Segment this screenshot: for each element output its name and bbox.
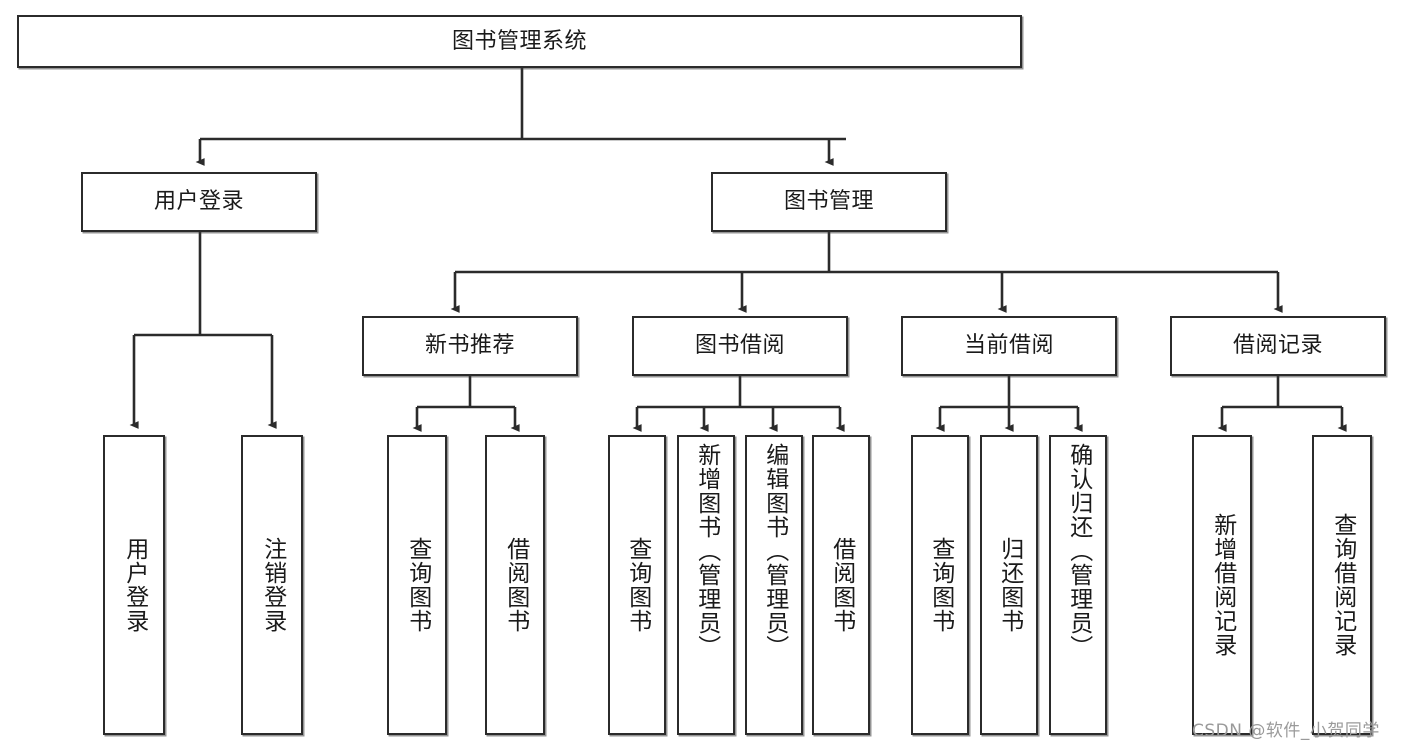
node-leaf-query-borrow-record[interactable]: 查询借阅记录	[1312, 435, 1372, 735]
node-user-login-group[interactable]: 用户登录	[81, 172, 317, 232]
node-book-management-group[interactable]: 图书管理	[711, 172, 947, 232]
node-label: 图书借阅	[694, 333, 785, 359]
node-leaf-return-book[interactable]: 归还图书	[980, 435, 1038, 735]
node-leaf-confirm-return-admin[interactable]: 确认归还（管理员）	[1049, 435, 1107, 735]
node-label: 借阅图书	[828, 537, 855, 633]
node-leaf-add-borrow-record[interactable]: 新增借阅记录	[1192, 435, 1252, 735]
node-leaf-query-book-3[interactable]: 查询图书	[911, 435, 969, 735]
node-leaf-query-book-1[interactable]: 查询图书	[387, 435, 447, 735]
node-label: 图书管理	[783, 189, 874, 215]
node-current-borrow[interactable]: 当前借阅	[901, 316, 1117, 376]
node-root-book-management-system[interactable]: 图书管理系统	[17, 15, 1022, 68]
node-leaf-logout-login[interactable]: 注销登录	[241, 435, 303, 735]
node-new-book-recommend[interactable]: 新书推荐	[362, 316, 578, 376]
node-label: 查询图书	[927, 537, 954, 633]
node-label: 查询图书	[404, 537, 431, 633]
node-label: 图书管理系统	[451, 28, 587, 54]
node-label: 新增借阅记录	[1209, 513, 1236, 657]
node-label: 新增图书（管理员）	[693, 443, 720, 659]
node-label: 注销登录	[259, 537, 286, 633]
node-label: 查询图书	[624, 537, 651, 633]
node-label: 用户登录	[121, 537, 148, 633]
node-leaf-edit-book-admin[interactable]: 编辑图书（管理员）	[745, 435, 803, 735]
csdn-watermark: CSDN @软件_小贺同学	[1192, 721, 1380, 741]
node-book-borrow[interactable]: 图书借阅	[632, 316, 848, 376]
node-label: 借阅图书	[502, 537, 529, 633]
node-label: 查询借阅记录	[1329, 513, 1356, 657]
node-label: 归还图书	[996, 537, 1023, 633]
node-label: 新书推荐	[424, 333, 515, 359]
node-label: 用户登录	[153, 189, 244, 215]
node-label: 借阅记录	[1232, 333, 1323, 359]
node-leaf-user-login[interactable]: 用户登录	[103, 435, 165, 735]
node-leaf-add-book-admin[interactable]: 新增图书（管理员）	[677, 435, 735, 735]
node-label: 确认归还（管理员）	[1065, 443, 1092, 659]
node-leaf-borrow-book-2[interactable]: 借阅图书	[812, 435, 870, 735]
node-label: 编辑图书（管理员）	[761, 443, 788, 659]
node-borrow-record[interactable]: 借阅记录	[1170, 316, 1386, 376]
node-label: 当前借阅	[963, 333, 1054, 359]
node-leaf-query-book-2[interactable]: 查询图书	[608, 435, 666, 735]
node-leaf-borrow-book-1[interactable]: 借阅图书	[485, 435, 545, 735]
